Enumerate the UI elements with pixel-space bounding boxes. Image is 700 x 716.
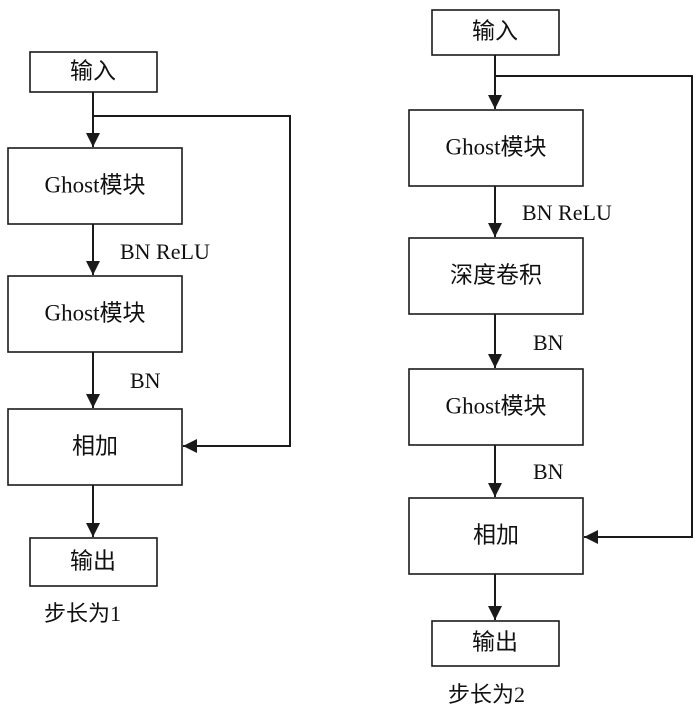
stride2-add-label: 相加 [473,522,519,547]
stride2-output-label: 输出 [472,629,518,654]
stride2-ghost-module-1: Ghost模块 [408,109,584,187]
stride2-output-box: 输出 [431,620,560,667]
stride2-bn-label-2: BN [533,459,564,484]
stride2-ghost-module-1-label: Ghost模块 [446,134,547,159]
stride2-input-label: 输入 [472,18,518,43]
stride2-caption: 步长为2 [448,682,525,707]
stride2-ghost-module-2: Ghost模块 [408,368,584,446]
stride1-flow: 输入 Ghost模块 Ghost模块 相加 输出 BN ReLU BN 步长为1 [7,51,291,626]
stride1-caption: 步长为1 [44,601,121,626]
stride2-ghost-module-2-label: Ghost模块 [446,393,547,418]
stride2-depthwise-conv-label: 深度卷积 [450,262,542,287]
stride1-input-label: 输入 [70,58,116,83]
stride2-input-box: 输入 [431,9,560,56]
stride2-skip-connection [495,75,693,544]
stride1-ghost-module-1: Ghost模块 [7,147,183,225]
stride1-bn-relu-label: BN ReLU [120,239,210,264]
stride2-add-box: 相加 [408,497,584,575]
stride1-output-label: 输出 [70,548,116,573]
stride1-ghost-module-2: Ghost模块 [7,275,183,353]
stride2-depthwise-conv-box: 深度卷积 [408,237,584,315]
stride1-ghost-module-1-label: Ghost模块 [45,172,146,197]
stride1-bn-label: BN [130,368,161,393]
stride1-ghost-module-2-label: Ghost模块 [45,300,146,325]
stride1-add-box: 相加 [7,408,183,486]
stride1-add-label: 相加 [72,433,118,458]
stride2-bn-relu-label: BN ReLU [522,200,612,225]
stride1-input-box: 输入 [29,51,158,93]
stride1-output-box: 输出 [29,537,158,587]
stride1-skip-connection [93,115,291,453]
stride2-flow: 输入 Ghost模块 深度卷积 Ghost模块 相加 输出 BN ReLU BN… [408,9,693,707]
stride2-bn-label-1: BN [533,330,564,355]
